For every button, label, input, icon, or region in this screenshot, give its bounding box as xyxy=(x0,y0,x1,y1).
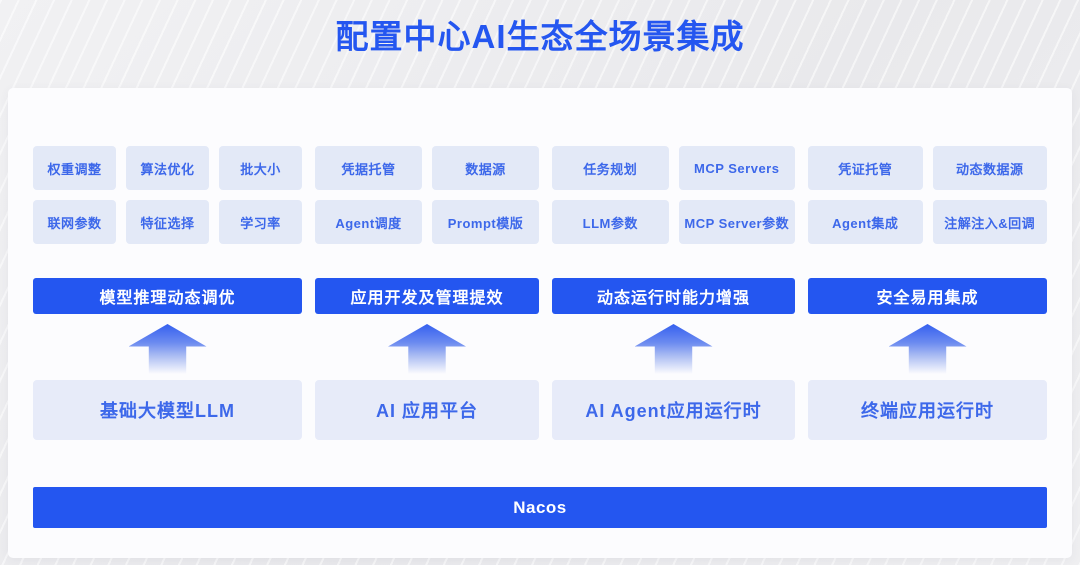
up-arrow-icon xyxy=(128,324,207,374)
chip: 数据源 xyxy=(432,146,539,190)
chip: 批大小 xyxy=(219,146,302,190)
nacos-foundation-bar: Nacos xyxy=(33,487,1047,528)
chip: 动态数据源 xyxy=(932,146,1047,190)
column-secure-integration: 凭证托管 动态数据源 Agent集成 注解注入&回调 安全易用集成 终端应用运行… xyxy=(808,146,1047,440)
chip: MCP Servers xyxy=(678,146,795,190)
category-bar: 模型推理动态调优 xyxy=(33,278,302,314)
platform-box: 基础大模型LLM xyxy=(33,380,302,440)
category-bar: 动态运行时能力增强 xyxy=(552,278,795,314)
up-arrow-icon xyxy=(634,324,713,374)
category-bar: 应用开发及管理提效 xyxy=(315,278,539,314)
chip: LLM参数 xyxy=(552,200,669,244)
chip-row: 凭据托管 数据源 xyxy=(315,146,539,190)
chip: 算法优化 xyxy=(126,146,209,190)
diagram-card: 权重调整 算法优化 批大小 联网参数 特征选择 学习率 模型推理动态调优 基础大… xyxy=(8,88,1072,558)
arrow-zone xyxy=(808,314,1047,380)
chip-row: 联网参数 特征选择 学习率 xyxy=(33,200,302,244)
chip: 权重调整 xyxy=(33,146,116,190)
page-title: 配置中心AI生态全场景集成 xyxy=(335,18,745,55)
chip: Agent调度 xyxy=(315,200,422,244)
chip: 任务规划 xyxy=(552,146,669,190)
chip-row: Agent调度 Prompt模版 xyxy=(315,200,539,244)
chip-row: Agent集成 注解注入&回调 xyxy=(808,200,1047,244)
chip: 注解注入&回调 xyxy=(932,200,1047,244)
chip: Agent集成 xyxy=(808,200,923,244)
columns-container: 权重调整 算法优化 批大小 联网参数 特征选择 学习率 模型推理动态调优 基础大… xyxy=(33,146,1047,440)
chip: 特征选择 xyxy=(126,200,209,244)
up-arrow-icon xyxy=(888,324,967,374)
chip: MCP Server参数 xyxy=(678,200,795,244)
chip: 凭据托管 xyxy=(315,146,422,190)
arrow-zone xyxy=(315,314,539,380)
chip-row: 任务规划 MCP Servers xyxy=(552,146,795,190)
chip: 联网参数 xyxy=(33,200,116,244)
chip-row: 凭证托管 动态数据源 xyxy=(808,146,1047,190)
platform-box: AI Agent应用运行时 xyxy=(552,380,795,440)
column-runtime-enhance: 任务规划 MCP Servers LLM参数 MCP Server参数 动态运行… xyxy=(552,146,795,440)
platform-box: AI 应用平台 xyxy=(315,380,539,440)
chip: 凭证托管 xyxy=(808,146,923,190)
column-model-tuning: 权重调整 算法优化 批大小 联网参数 特征选择 学习率 模型推理动态调优 基础大… xyxy=(33,146,302,440)
chip: Prompt模版 xyxy=(432,200,539,244)
chip: 学习率 xyxy=(219,200,302,244)
chip-row: 权重调整 算法优化 批大小 xyxy=(33,146,302,190)
platform-box: 终端应用运行时 xyxy=(808,380,1047,440)
category-bar: 安全易用集成 xyxy=(808,278,1047,314)
up-arrow-icon xyxy=(388,324,466,374)
arrow-zone xyxy=(552,314,795,380)
chip-row: LLM参数 MCP Server参数 xyxy=(552,200,795,244)
arrow-zone xyxy=(33,314,302,380)
column-app-dev: 凭据托管 数据源 Agent调度 Prompt模版 应用开发及管理提效 AI 应… xyxy=(315,146,539,440)
